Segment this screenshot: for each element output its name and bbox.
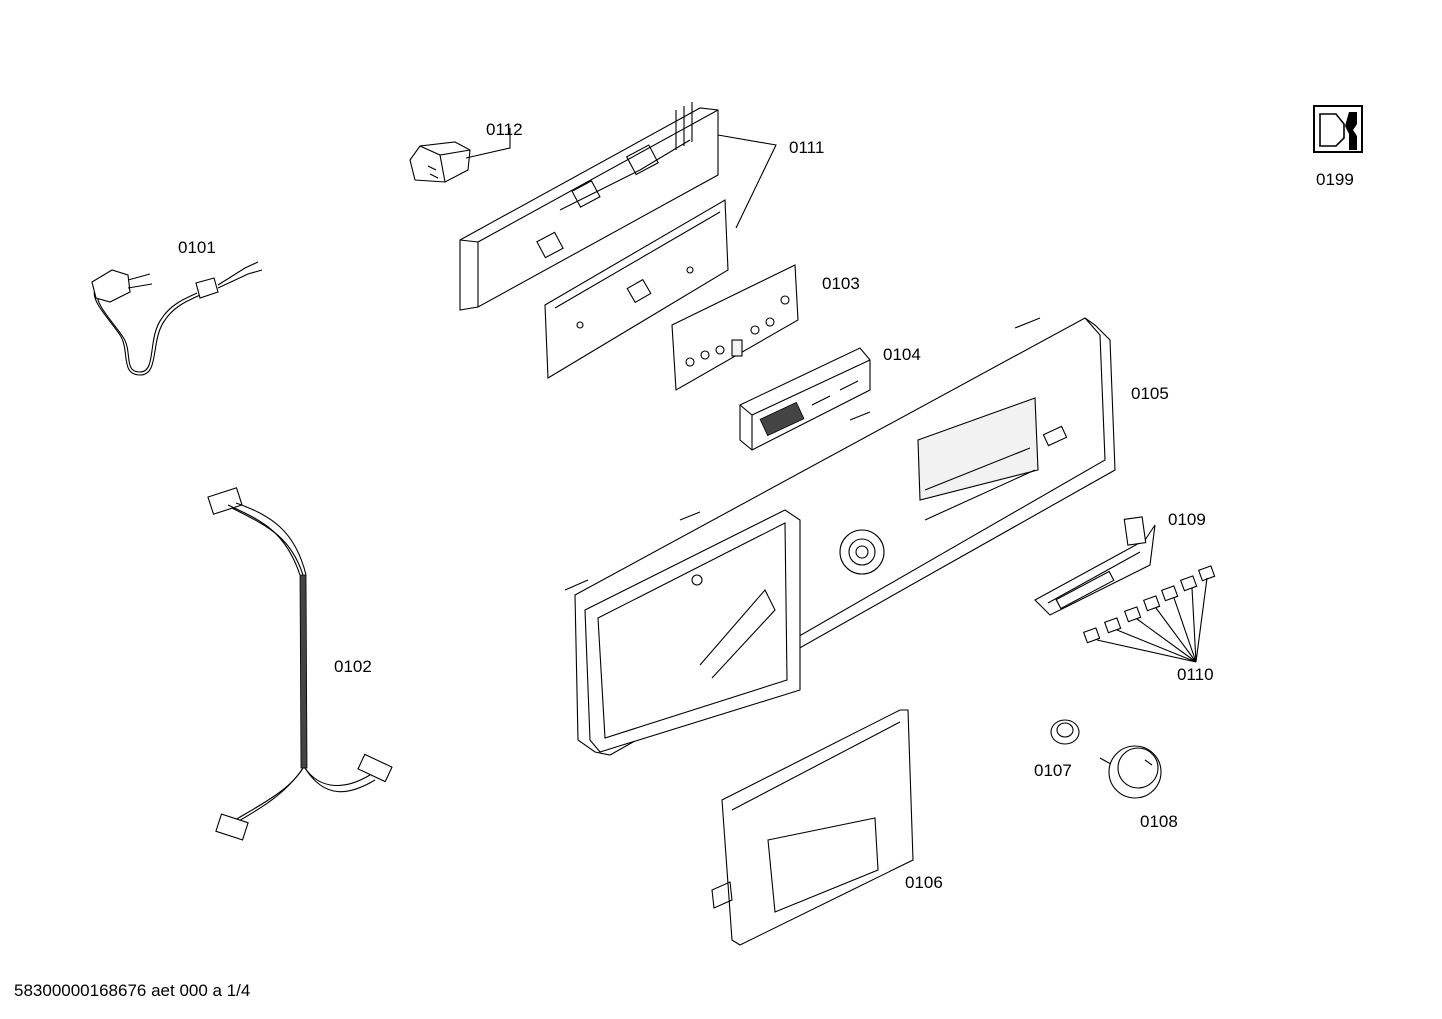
power-cord-part — [91, 261, 263, 376]
push-buttons-part — [1082, 565, 1216, 663]
part-label-0109: 0109 — [1168, 510, 1206, 529]
part-label-0108: 0108 — [1140, 812, 1178, 831]
part-label-0112: 0112 — [486, 120, 523, 139]
part-label-0110: 0110 — [1177, 665, 1214, 684]
part-label-0106: 0106 — [905, 873, 943, 892]
control-module-part — [459, 102, 777, 311]
drawer-handle-part — [711, 709, 914, 946]
display-board-part — [671, 264, 799, 391]
suppressor-part — [409, 128, 511, 183]
light-guide-part — [739, 347, 871, 451]
part-label-0101: 0101 — [178, 238, 216, 257]
part-label-0103: 0103 — [822, 274, 860, 293]
knob-insert-part — [1050, 719, 1080, 745]
document-code: 58300000168676 aet 000 a 1/4 — [14, 981, 251, 1000]
selector-knob-part — [1099, 745, 1162, 799]
part-label-0111: 0111 — [789, 138, 825, 157]
part-label-0199: 0199 — [1316, 170, 1354, 189]
wiring-harness-part — [207, 487, 393, 841]
part-label-0102: 0102 — [334, 657, 372, 676]
circuit-board-part — [544, 199, 729, 379]
service-wrench-icon — [1313, 105, 1363, 153]
part-label-0104: 0104 — [883, 345, 921, 364]
part-label-0105: 0105 — [1131, 384, 1169, 403]
control-panel-fascia-part — [564, 317, 1116, 756]
part-label-0107: 0107 — [1034, 761, 1072, 780]
button-carrier-part — [1034, 516, 1156, 616]
